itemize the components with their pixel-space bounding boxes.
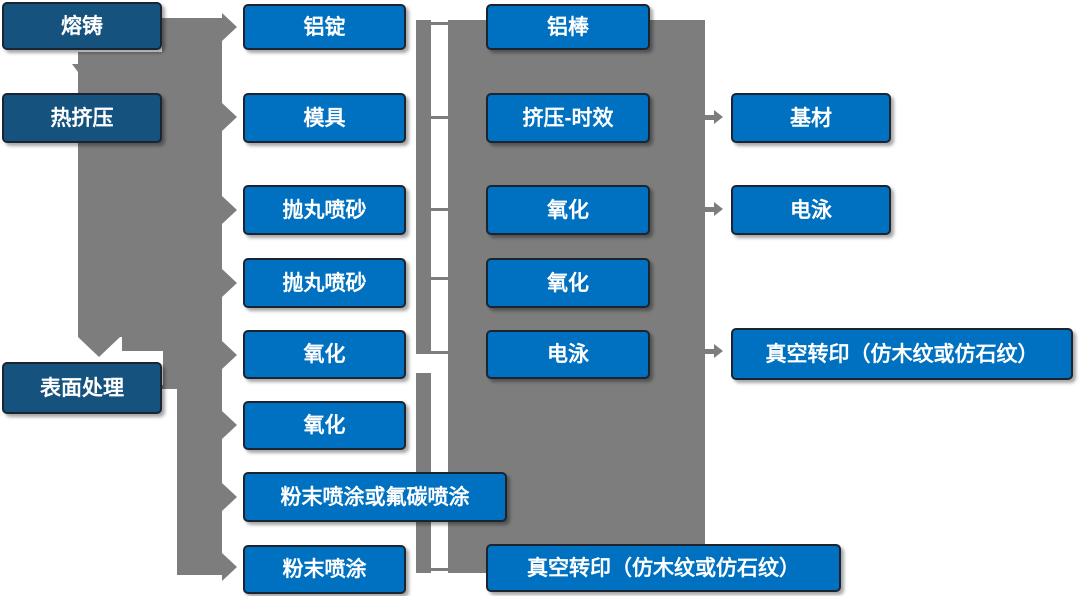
arrowhead-to-zhenkong-col4-icon bbox=[714, 344, 723, 358]
flow-node-fenmo-futan: 粉末喷涂或氟碳喷涂 bbox=[243, 472, 507, 522]
flow-node-yanghua-col2-1: 氧化 bbox=[243, 330, 406, 379]
arrowhead-to-yanghua-2-icon bbox=[222, 411, 237, 439]
connector-arm-rongzhu-to-lvding bbox=[162, 18, 222, 37]
flow-node-muju: 模具 bbox=[243, 93, 406, 143]
flow-node-yanghua-col3-1: 氧化 bbox=[486, 185, 650, 235]
arrowhead-down-to-biaomianchuli-icon bbox=[78, 337, 120, 357]
flow-node-rongzhu: 熔铸 bbox=[2, 2, 162, 50]
flow-node-biaomianchuli: 表面处理 bbox=[2, 362, 162, 414]
arrowhead-to-dianyong-col4-icon bbox=[714, 202, 723, 216]
flow-node-zhenkong-col3: 真空转印（仿木纹或仿石纹） bbox=[486, 544, 841, 592]
flow-node-paowan-2: 抛丸喷砂 bbox=[243, 258, 406, 308]
arrowhead-to-fenmo-futan-icon bbox=[222, 483, 237, 511]
connector-line-surface-to-bar bbox=[158, 385, 178, 389]
flow-node-jiya-shixiao: 挤压-时效 bbox=[486, 93, 650, 143]
arrowhead-to-paowan-1-icon bbox=[222, 196, 237, 224]
flow-node-jicai: 基材 bbox=[731, 93, 891, 143]
connector-stub-row2 bbox=[431, 116, 449, 119]
connector-bar-col1-col2 bbox=[177, 18, 222, 575]
connector-shaft-to-zhenkong bbox=[702, 349, 714, 354]
arrowhead-to-muju-icon bbox=[222, 103, 237, 131]
connector-stub-bottom-row bbox=[431, 568, 449, 571]
connector-shaft-to-jicai bbox=[702, 115, 714, 120]
flow-node-lvding: 铝锭 bbox=[243, 4, 406, 50]
flow-node-fenmo: 粉末喷涂 bbox=[243, 545, 406, 594]
flow-node-rejiya: 热挤压 bbox=[2, 93, 162, 143]
connector-step-to-surface-treatment bbox=[163, 345, 177, 388]
connector-stub-row1 bbox=[431, 22, 449, 25]
arrowhead-to-lvding-icon bbox=[222, 13, 237, 41]
flow-node-dianyong-col3: 电泳 bbox=[486, 330, 650, 379]
connector-stub-row3 bbox=[431, 208, 449, 211]
connector-arm-rejiya-to-muju bbox=[162, 108, 222, 127]
arrowhead-to-paowan-2-icon bbox=[222, 269, 237, 297]
flow-node-paowan-1: 抛丸喷砂 bbox=[243, 185, 406, 235]
connector-shaft-to-dianyong bbox=[702, 207, 714, 212]
flow-node-lvbang: 铝棒 bbox=[486, 4, 650, 50]
connector-stub-row5 bbox=[431, 351, 449, 354]
flow-node-yanghua-col2-2: 氧化 bbox=[243, 401, 406, 450]
flow-node-zhenkong-col4: 真空转印（仿木纹或仿石纹） bbox=[731, 328, 1073, 380]
flow-node-yanghua-col3-2: 氧化 bbox=[486, 258, 650, 308]
arrowhead-to-jicai-icon bbox=[714, 110, 723, 124]
flow-node-dianyong-col4: 电泳 bbox=[731, 185, 891, 235]
arrowhead-to-fenmo-icon bbox=[222, 553, 237, 581]
arrowhead-down-to-rejiya-icon bbox=[72, 64, 102, 84]
arrowhead-to-yanghua-1-icon bbox=[222, 341, 237, 369]
connector-stub-row4 bbox=[431, 277, 449, 280]
connector-bar-col2-col3-upper bbox=[416, 20, 431, 354]
